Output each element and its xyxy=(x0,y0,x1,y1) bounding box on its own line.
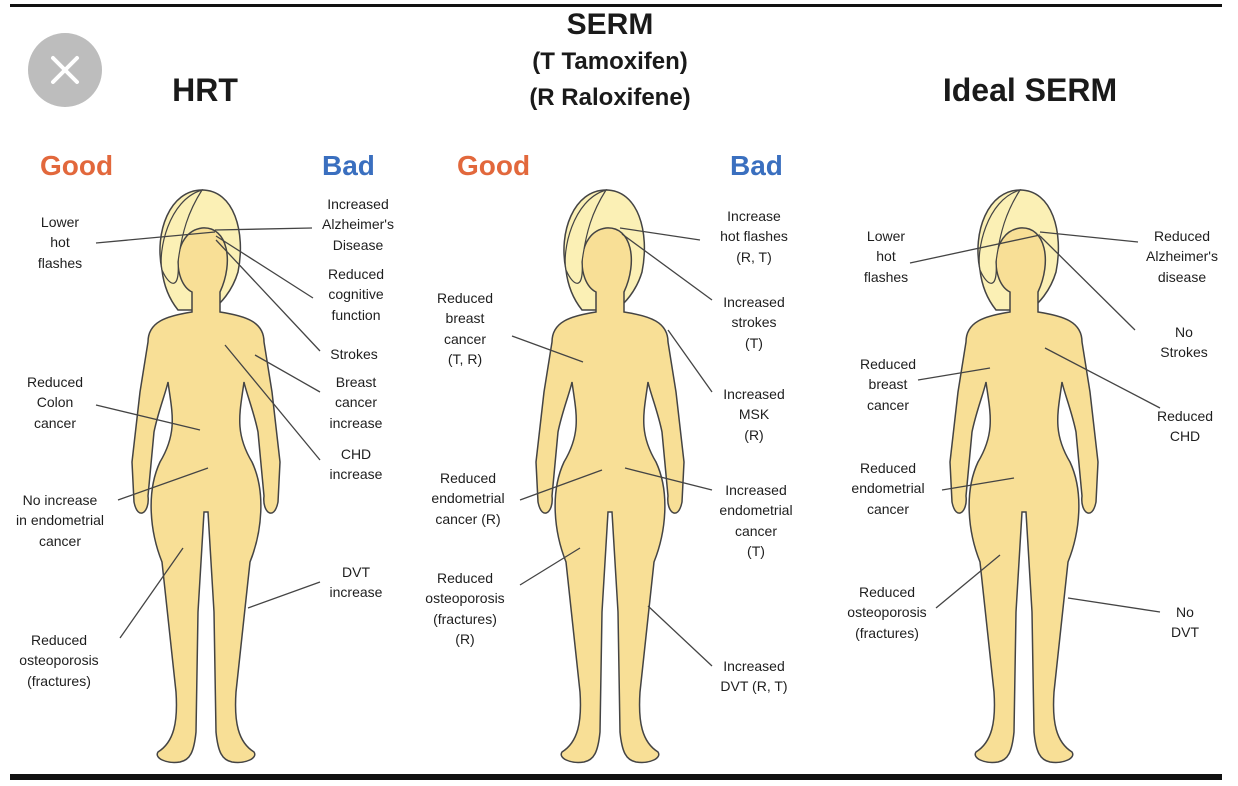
serm-subtitle-raloxifene: (R Raloxifene) xyxy=(529,84,691,111)
bottom-rule xyxy=(10,774,1222,780)
serm-good-header: Good xyxy=(457,150,531,181)
hrt-leader-lines xyxy=(95,227,321,639)
ideal-serm-title: Ideal SERM xyxy=(942,72,1118,108)
ideal-figure xyxy=(949,189,1099,764)
top-rule xyxy=(10,4,1222,7)
serm-leader-lines xyxy=(511,227,713,667)
hrt-bad-label: Strokes xyxy=(330,346,378,362)
serm-figure xyxy=(535,189,685,764)
ideal-leader-lines xyxy=(909,231,1161,613)
hrt-good-header: Good xyxy=(40,150,114,181)
close-button[interactable] xyxy=(28,33,102,107)
serm-title: SERM xyxy=(566,8,654,41)
hrt-title: HRT xyxy=(172,72,238,108)
hrt-figure xyxy=(131,189,281,764)
serm-subtitle-tamoxifen: (T Tamoxifen) xyxy=(532,48,688,75)
close-icon xyxy=(51,56,79,84)
serm-bad-header: Bad xyxy=(730,150,783,181)
hrt-bad-header: Bad xyxy=(322,150,375,181)
